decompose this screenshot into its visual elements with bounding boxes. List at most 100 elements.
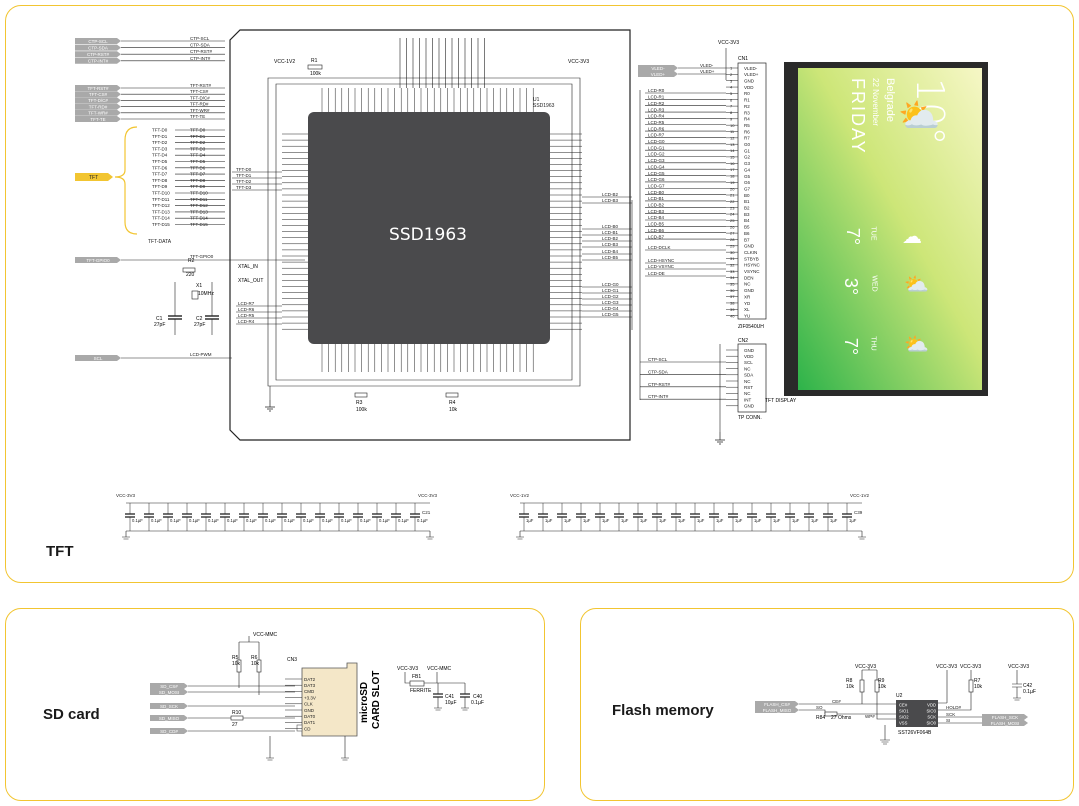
chip-right-net: LCD-B3 — [602, 198, 619, 203]
ctp-net-tag: CTP-SDA — [75, 44, 121, 51]
cn1-pin-number: 39 — [730, 307, 735, 312]
flash-pin-right: VDD — [927, 703, 936, 708]
cn1-pin-label: G7 — [744, 186, 751, 191]
xtal-out-label: XTAL_OUT — [238, 278, 263, 284]
cn1-pin-label: XL — [744, 307, 750, 312]
cn1-ref: CN1 — [738, 56, 748, 62]
fb1-ref: FB1 — [412, 674, 421, 680]
forecast-row-1: WED 3° ⛅ — [824, 268, 954, 308]
flash-vcc-4: VCC-3V3 — [1008, 664, 1029, 670]
cn1-pin-number: 18 — [730, 174, 735, 179]
chip-data-in-label: TFT-D2 — [236, 179, 252, 184]
display-label: TFT DISPLAY — [765, 398, 797, 404]
c41-ref: C41 — [445, 694, 454, 700]
flash-panel-title: Flash memory — [612, 702, 714, 719]
decouple-cap-value: 1µF — [830, 518, 838, 523]
r6-value: 10k — [251, 661, 260, 667]
ctp-net-tag: CTP-SCL — [75, 38, 121, 44]
sd-net-tag: SD_MISO — [150, 715, 188, 721]
decouple-cap-value: 1µF — [735, 518, 743, 523]
cn1-pin-label: DEN — [744, 275, 754, 280]
tft-data-net-right: TFT-D13 — [190, 209, 208, 214]
decouple-cap-value: 0.1µF — [284, 518, 295, 523]
decouple-last-ref: C39 — [854, 510, 863, 515]
flash-pin-left: SIO2 — [899, 715, 909, 720]
flash-cs-tag: FLASH_CS# — [755, 701, 799, 707]
cn1-pin-number: 26 — [730, 224, 735, 229]
vled-plus-tag-text: VLED+ — [651, 72, 666, 77]
xtal-in-label: XTAL_IN — [238, 264, 258, 270]
cn1-pin-label: GND — [744, 79, 755, 84]
cn1-pin-number: 34 — [730, 275, 735, 280]
vled-minus-label: VLED- — [700, 63, 714, 68]
cn1-pin-number: 24 — [730, 212, 735, 217]
cn1-pin-number: 21 — [730, 193, 735, 198]
cn1-pin-label: YU — [744, 313, 750, 318]
tft-data-net-left: TFT-D15 — [152, 222, 170, 227]
flash-vcc-2: VCC-3V3 — [936, 664, 957, 670]
cn1-pin-label: G5 — [744, 174, 751, 179]
flash-mosi-tag: FLASH_MOSI — [982, 720, 1028, 726]
cn1-lcd-net: LCD-B3 — [648, 209, 665, 214]
cn1-pin-number: 28 — [730, 237, 735, 242]
cn2-pin-label: INT — [744, 397, 752, 402]
cloud-icon: ☁ — [902, 226, 922, 248]
display-city: Belgrade — [884, 78, 896, 123]
decouple-cap-value: 0.1µF — [132, 518, 143, 523]
cn1-pin-number: 11 — [730, 129, 735, 134]
tft-ctrl-tag: TFT-D/C# — [75, 97, 121, 104]
pwm-label: LCD-PWM — [190, 352, 212, 357]
display-date: 22 November — [871, 78, 880, 127]
tft-ctrl-tag: TFT-RD# — [75, 103, 121, 110]
flash-vcc-3: VCC-3V3 — [960, 664, 981, 670]
lcd-left-net: LCD-R4 — [238, 319, 255, 324]
cn3-ref: CN3 — [287, 657, 297, 663]
display-content: 10° Belgrade 22 November FRIDAY TUE 7° ☁… — [798, 68, 982, 390]
sd-pin-label: DAT3 — [304, 683, 316, 688]
flash-pin-right: SIO0 — [926, 721, 936, 726]
sd-net-tag: SD_CS# — [150, 683, 188, 689]
tft-data-net-right: TFT-D2 — [190, 140, 206, 145]
c2-value: 27pF — [194, 322, 205, 328]
decouple-cap-value: 1µF — [564, 518, 572, 523]
decouple-vcc-left: VCC-3V3 — [116, 493, 136, 498]
cn1-pin-number: 13 — [730, 142, 735, 147]
ctp-net-tag-text: CTP-INT# — [88, 59, 109, 64]
cn1-pin-label: B3 — [744, 212, 750, 217]
tft-data-net-left: TFT-D7 — [152, 172, 168, 177]
tft-data-net-right: TFT-D1 — [190, 134, 206, 139]
vled-plus-tag: VLED+ — [638, 71, 678, 77]
flash-sck-tag: FLASH_SCK — [982, 714, 1028, 720]
controller-outline — [229, 29, 631, 441]
cn1-pin-number: 8 — [730, 110, 733, 115]
scl-tag-text: SCL — [94, 356, 103, 361]
tft-display: TFT DISPLAY — [765, 62, 988, 404]
cn1-ctrl-net: LCD-DE — [648, 271, 665, 276]
decouple-cap-value: 1µF — [583, 518, 591, 523]
r3-ref: R3 — [356, 400, 363, 406]
tft-data-net-right: TFT-D11 — [190, 197, 208, 202]
sd-pin-label: CD — [304, 726, 311, 731]
cn1-pin-number: 35 — [730, 282, 735, 287]
cn1-lcd-net: LCD-R2 — [648, 101, 665, 106]
sd-net-tag-text: SD_SCK — [160, 704, 178, 709]
r9-value: 10k — [878, 684, 887, 690]
cn2-pin-label: SDA — [744, 373, 753, 378]
sd-pin-label: CLK — [304, 702, 313, 707]
forecast-row-0: TUE 7° ☁ — [843, 218, 954, 258]
tft-ctrl-tag: TFT-WR# — [75, 109, 121, 116]
sd-panel-title: SD card — [43, 706, 100, 723]
cn1-pin-number: 33 — [730, 269, 735, 274]
decouple-cap-value: 0.1µF — [341, 518, 352, 523]
decouple-cap-value: 1µF — [811, 518, 819, 523]
tft-data-net-left: TFT-D14 — [152, 216, 170, 221]
forecast-temp: 3° — [841, 277, 862, 296]
forecast-day: THU — [869, 336, 877, 351]
flash-schematic: FLASH_CS#FLASH_MISOFLASH_SCKFLASH_MOSICE… — [755, 664, 1036, 745]
controller-part: SSD1963 — [533, 103, 555, 109]
cn1-pin-number: 4 — [730, 85, 733, 90]
sd-pin-label: GND — [304, 708, 315, 713]
decouple-cap-value: 0.1µF — [360, 518, 371, 523]
